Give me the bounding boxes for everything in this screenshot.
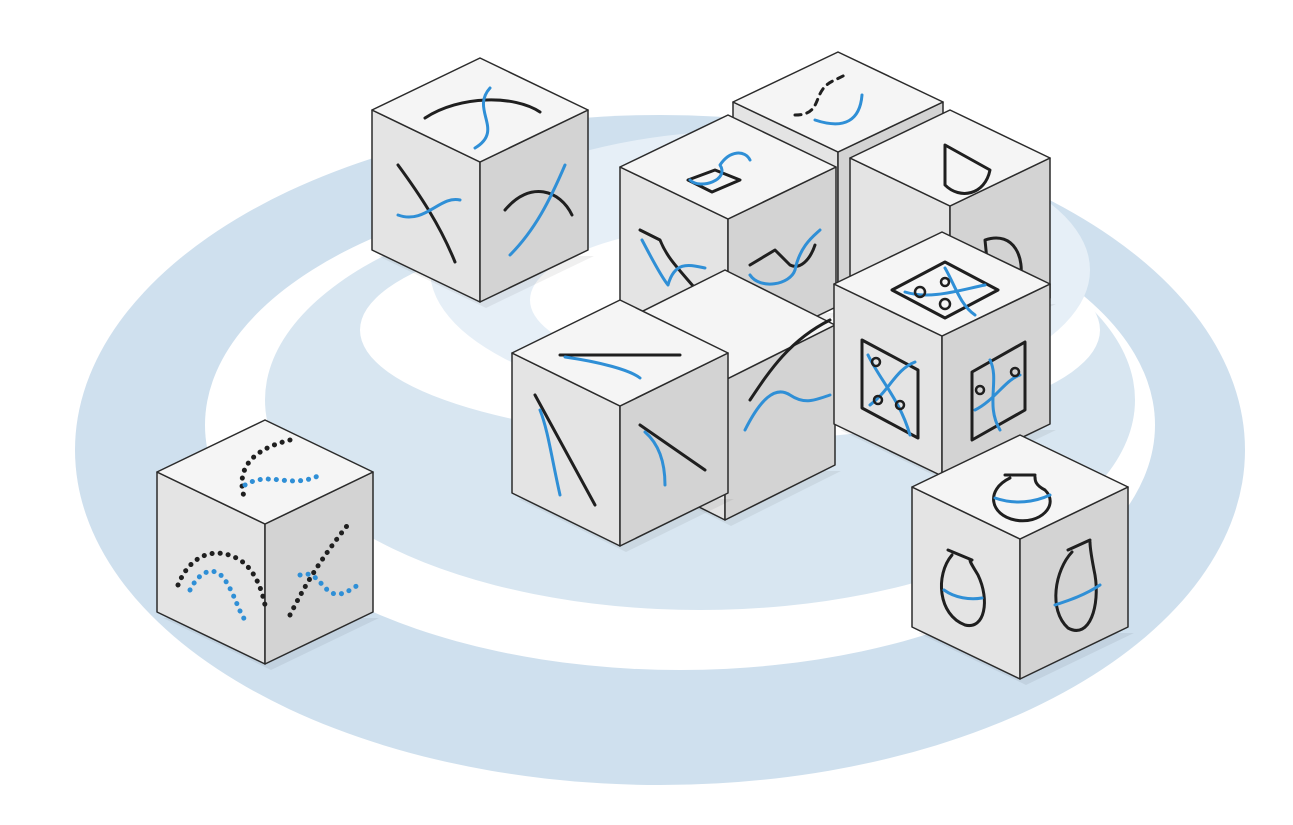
cube-top-face — [371, 57, 589, 163]
straight-vs-curve-icon — [533, 353, 707, 507]
growth-curve-icon — [743, 318, 832, 432]
cube-top-face — [849, 109, 1051, 207]
cube-top-face — [619, 114, 837, 220]
cube-dotted-curves — [156, 419, 379, 670]
cube-group — [156, 51, 1134, 685]
intersecting-curves-icon — [396, 86, 574, 264]
cube-intersecting-curves — [371, 57, 594, 308]
dotted-curves-icon — [175, 437, 361, 623]
cube-top-face — [511, 299, 729, 407]
cube-straight-vs-curve — [511, 299, 734, 552]
cube-domino-pattern — [833, 231, 1056, 482]
cube-top-face — [911, 434, 1129, 540]
cube-top-face — [732, 51, 944, 153]
cube-top-face — [156, 419, 374, 525]
cube-vase — [911, 434, 1134, 685]
vase-icon — [939, 473, 1102, 632]
domino-pattern-icon — [860, 260, 1027, 442]
